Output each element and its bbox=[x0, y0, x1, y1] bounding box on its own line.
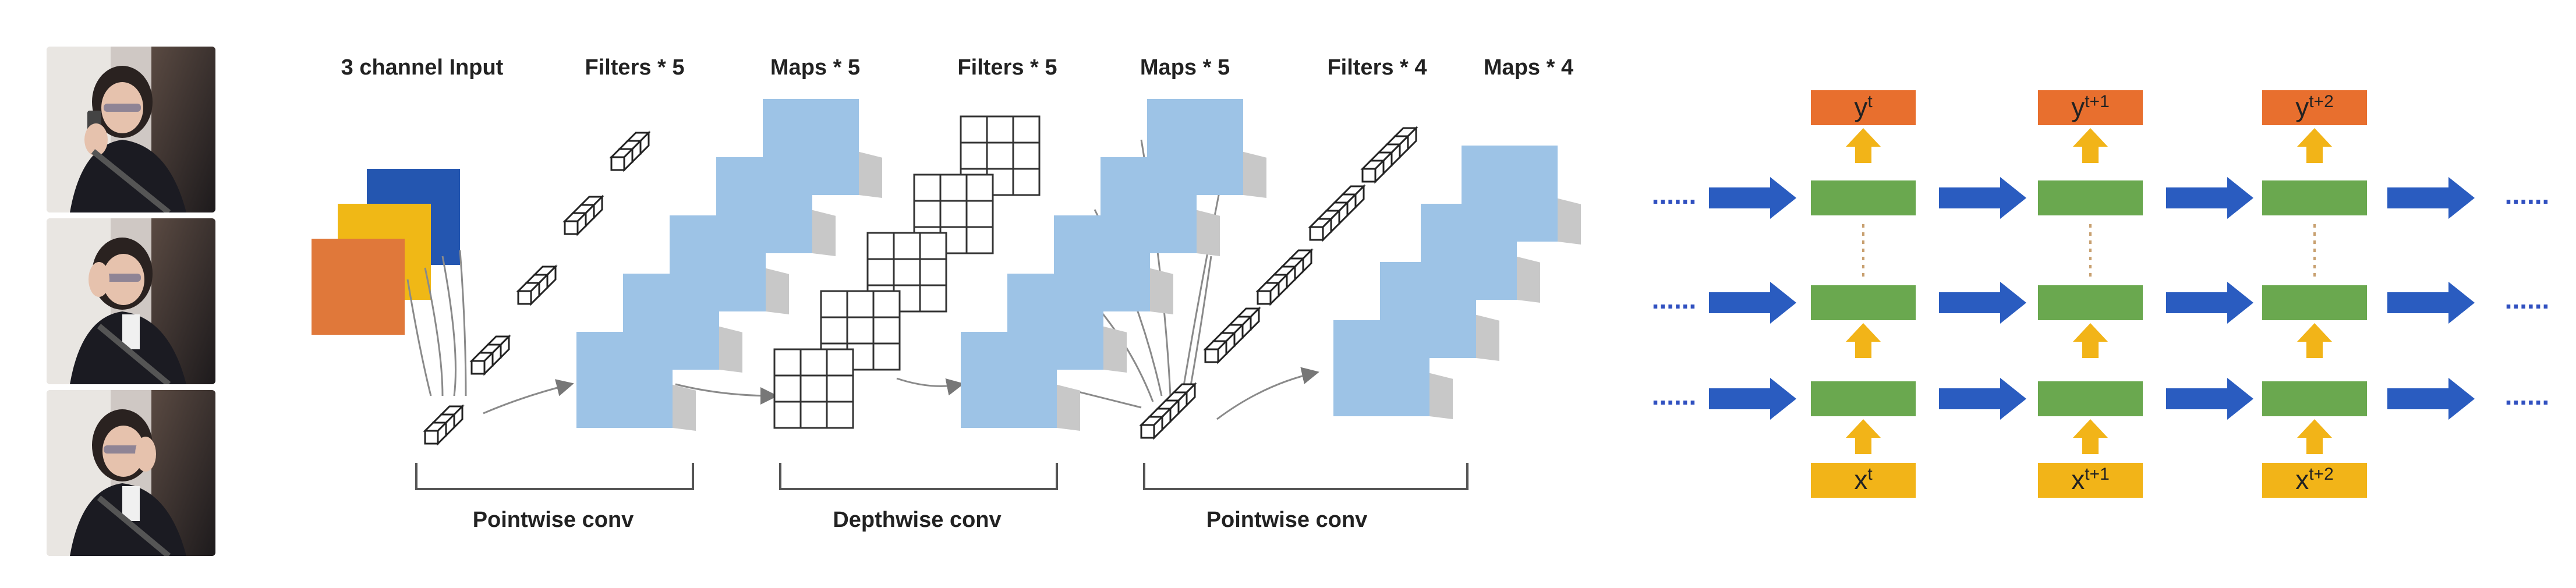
input-label-1: xt bbox=[1854, 465, 1873, 495]
up-arrow-mid-2 bbox=[2073, 323, 2108, 358]
h-arrow-1-1 bbox=[1709, 177, 1796, 219]
header-filters-3: Filters * 4 bbox=[1327, 55, 1427, 80]
h-arrow-2-3 bbox=[2166, 282, 2253, 324]
filter-3-1 bbox=[1203, 306, 1261, 364]
grid-filter-2 bbox=[820, 290, 901, 371]
hidden-node-1-1 bbox=[1811, 180, 1916, 215]
h-arrow-1-4 bbox=[2387, 177, 2475, 219]
filter-1-3 bbox=[516, 264, 558, 306]
bracket-depthwise bbox=[779, 463, 1058, 490]
header-maps-1: Maps * 5 bbox=[770, 55, 860, 80]
up-arrow-out-3 bbox=[2297, 128, 2332, 163]
label-depthwise-conv: Depthwise conv bbox=[833, 508, 1001, 532]
up-arrow-in-1 bbox=[1846, 419, 1881, 454]
ellipsis-left-3: ...... bbox=[1652, 380, 1697, 410]
input-channels bbox=[312, 169, 460, 335]
filter-3-base bbox=[1139, 382, 1197, 440]
output-label-2: yt+1 bbox=[2071, 92, 2110, 123]
filter-1-2 bbox=[469, 334, 511, 376]
input-node-2: xt+1 bbox=[2038, 463, 2143, 498]
header-maps-2: Maps * 5 bbox=[1140, 55, 1230, 80]
h-arrow-1-3 bbox=[2166, 177, 2253, 219]
cnn-headers: 3 channel Input Filters * 5 Maps * 5 Fil… bbox=[341, 55, 1573, 80]
output-node-3: yt+2 bbox=[2262, 90, 2367, 125]
up-arrow-out-1 bbox=[1846, 128, 1881, 163]
ellipsis-right-2: ...... bbox=[2505, 284, 2550, 314]
up-arrow-mid-1 bbox=[1846, 323, 1881, 358]
ellipsis-left-1: ...... bbox=[1652, 179, 1697, 210]
brackets bbox=[415, 463, 1469, 490]
header-filters-2: Filters * 5 bbox=[957, 55, 1057, 80]
bracket-pointwise-1 bbox=[415, 463, 694, 490]
hidden-node-1-2 bbox=[1811, 285, 1916, 320]
ellipsis-right-1: ...... bbox=[2505, 179, 2550, 210]
map-2-1 bbox=[961, 332, 1080, 431]
hidden-node-3-1 bbox=[2262, 180, 2367, 215]
header-maps-3: Maps * 4 bbox=[1484, 55, 1573, 80]
input-node-3: xt+2 bbox=[2262, 463, 2367, 498]
up-arrow-in-3 bbox=[2297, 419, 2332, 454]
filter-3-4 bbox=[1360, 126, 1418, 184]
h-arrow-3-3 bbox=[2166, 378, 2253, 420]
up-arrow-mid-3 bbox=[2297, 323, 2332, 358]
hidden-node-2-2 bbox=[2038, 285, 2143, 320]
hidden-node-2-1 bbox=[2038, 180, 2143, 215]
h-arrow-2-1 bbox=[1709, 282, 1796, 324]
h-arrow-2-2 bbox=[1939, 282, 2026, 324]
up-arrow-out-2 bbox=[2073, 128, 2108, 163]
input-label-2: xt+1 bbox=[2071, 465, 2110, 495]
filter-3-3 bbox=[1308, 184, 1366, 242]
grid-filter-1 bbox=[773, 348, 854, 429]
label-pointwise-conv-1: Pointwise conv bbox=[473, 508, 634, 532]
driver-photo-1 bbox=[47, 47, 215, 212]
h-arrow-3-2 bbox=[1939, 378, 2026, 420]
hidden-node-3-3 bbox=[2262, 381, 2367, 416]
h-arrow-2-4 bbox=[2387, 282, 2475, 324]
input-channel-orange bbox=[312, 239, 405, 335]
output-node-1: yt bbox=[1811, 90, 1916, 125]
input-node-1: xt bbox=[1811, 463, 1916, 498]
group-labels: Pointwise conv Depthwise conv Pointwise … bbox=[473, 508, 1368, 532]
filter-1-1 bbox=[423, 404, 465, 446]
cnn-layers bbox=[423, 99, 1581, 446]
ellipsis-left-2: ...... bbox=[1652, 284, 1697, 314]
header-input: 3 channel Input bbox=[341, 55, 504, 80]
filter-1-5 bbox=[609, 130, 651, 172]
rnn-diagram: yt xt yt+1 xt+1 yt+2 xt+2....................… bbox=[1652, 90, 2550, 498]
up-arrow-in-2 bbox=[2073, 419, 2108, 454]
driver-photo-2 bbox=[47, 218, 215, 384]
ellipsis-right-3: ...... bbox=[2505, 380, 2550, 410]
output-label-3: yt+2 bbox=[2295, 92, 2334, 123]
h-arrow-3-4 bbox=[2387, 378, 2475, 420]
hidden-node-2-3 bbox=[2038, 381, 2143, 416]
h-arrow-3-1 bbox=[1709, 378, 1796, 420]
output-node-2: yt+1 bbox=[2038, 90, 2143, 125]
map-1-1 bbox=[576, 332, 696, 431]
input-label-3: xt+2 bbox=[2295, 465, 2334, 495]
bracket-pointwise-2 bbox=[1143, 463, 1469, 490]
photo-strip bbox=[47, 47, 215, 556]
driver-photo-3 bbox=[47, 390, 215, 556]
hidden-node-1-3 bbox=[1811, 381, 1916, 416]
label-pointwise-conv-2: Pointwise conv bbox=[1206, 508, 1368, 532]
filter-1-4 bbox=[562, 194, 604, 236]
hidden-node-3-2 bbox=[2262, 285, 2367, 320]
map-3-1 bbox=[1333, 320, 1453, 419]
h-arrow-1-2 bbox=[1939, 177, 2026, 219]
header-filters-1: Filters * 5 bbox=[585, 55, 684, 80]
filter-3-2 bbox=[1255, 248, 1314, 306]
output-label-1: yt bbox=[1854, 92, 1873, 123]
